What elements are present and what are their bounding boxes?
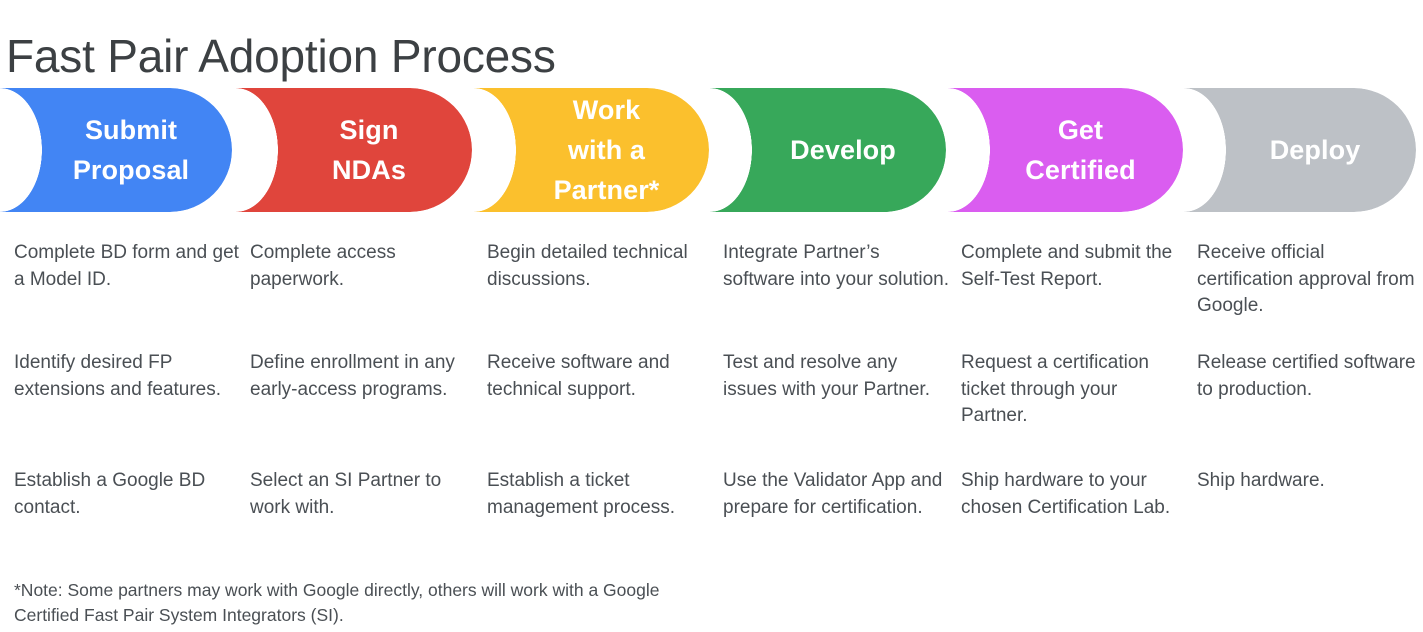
stage-label: Get Certified: [1025, 115, 1136, 185]
stage-detail-item: Receive official certification approval …: [1197, 242, 1415, 316]
stage-detail-item: Test and resolve any issues with your Pa…: [723, 352, 930, 400]
stage-detail-item: Complete BD form and get a Model ID.: [14, 242, 239, 290]
stage-detail-item: Select an SI Partner to work with.: [250, 470, 442, 518]
stage-detail-item: Ship hardware to your chosen Certificati…: [961, 470, 1171, 518]
stage-chevron-develop[interactable]: Develop: [710, 88, 946, 212]
stage-label: Sign NDAs: [332, 115, 406, 185]
process-stage-banner: Submit Proposal Sign NDAs Work with a Pa…: [0, 88, 1423, 212]
stage-chevron-submit-proposal[interactable]: Submit Proposal: [0, 88, 232, 212]
stage-chevron-get-certified[interactable]: Get Certified: [948, 88, 1183, 212]
stage-label: Submit Proposal: [72, 115, 190, 185]
stage-detail-item: Release certified software to production…: [1197, 352, 1416, 400]
stage-detail-item: Begin detailed technical discussions.: [487, 242, 688, 290]
stage-detail-item: Receive software and technical support.: [487, 352, 670, 400]
stage-detail-item: Establish a ticket management process.: [487, 470, 675, 518]
stage-chevron-sign-ndas[interactable]: Sign NDAs: [236, 88, 472, 212]
stage-chevron-work-with-a-partner[interactable]: Work with a Partner*: [474, 88, 709, 212]
stage-chevron-deploy[interactable]: Deploy: [1184, 88, 1416, 212]
stage-label: Develop: [790, 135, 896, 165]
stage-detail-item: Complete access paperwork.: [250, 242, 396, 290]
stage-detail-item: Establish a Google BD contact.: [14, 470, 206, 518]
stage-detail-item: Identify desired FP extensions and featu…: [14, 352, 222, 400]
footnote-note: *Note: Some partners may work with Googl…: [14, 580, 660, 625]
stage-detail-item: Request a certification ticket through y…: [961, 352, 1149, 426]
page-title: Fast Pair Adoption Process: [6, 29, 556, 82]
stage-detail-item: Integrate Partner’s software into your s…: [723, 242, 950, 290]
stage-detail-item: Complete and submit the Self-Test Report…: [961, 242, 1173, 290]
stage-label: Work with a Partner*: [553, 95, 660, 205]
stage-label: Deploy: [1269, 135, 1361, 165]
stage-detail-item: Ship hardware.: [1197, 470, 1325, 491]
stage-detail-item: Define enrollment in any early-access pr…: [250, 352, 455, 400]
stage-detail-item: Use the Validator App and prepare for ce…: [723, 470, 943, 518]
